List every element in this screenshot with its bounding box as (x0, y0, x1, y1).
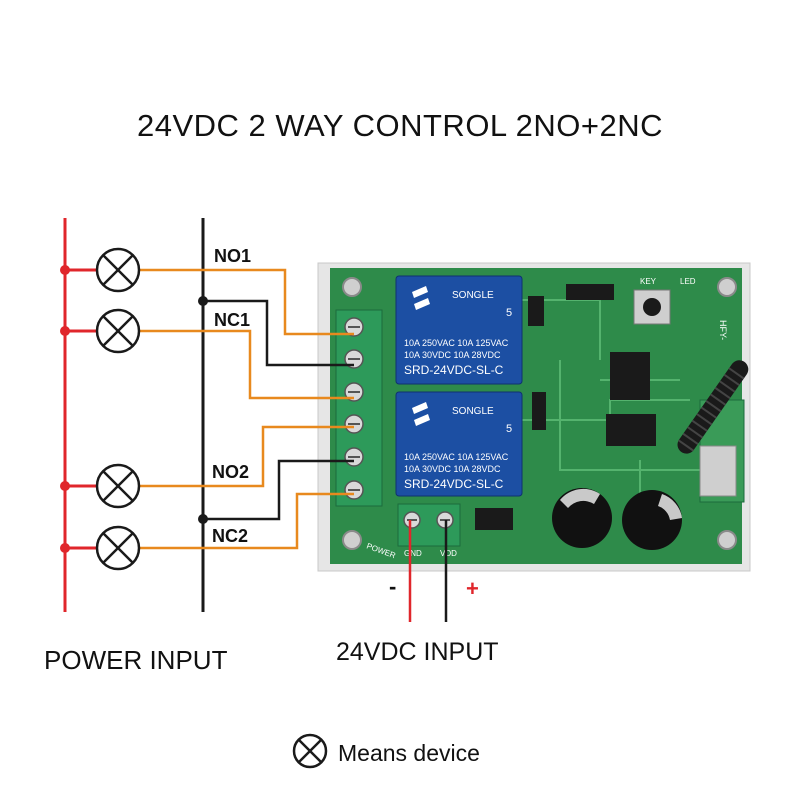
key-silk: KEY (640, 277, 657, 286)
mount-hole (342, 530, 362, 550)
antenna-coil (677, 360, 749, 454)
relay-1-brand: SONGLE (452, 290, 494, 301)
power-input-label: POWER INPUT (44, 645, 228, 675)
relay-2: SONGLE 5 10A 250VAC 10A 125VAC 10A 30VDC… (395, 391, 523, 497)
relay-1-rating-2: 10A 30VDC 10A 28VDC (404, 350, 501, 360)
dc-input-label: 24VDC INPUT (336, 638, 499, 666)
relay-1: SONGLE 5 10A 250VAC 10A 125VAC 10A 30VDC… (395, 275, 523, 385)
small-chip (532, 392, 546, 430)
label-nc1: NC1 (214, 310, 251, 330)
mount-hole (717, 277, 737, 297)
small-chip (528, 296, 544, 326)
mount-hole (342, 277, 362, 297)
wire-nc1 (139, 329, 354, 400)
label-nc2: NC2 (212, 526, 249, 546)
output-terminal-block (335, 309, 383, 507)
legend-device-icon (292, 733, 328, 769)
relay-1-number: 5 (506, 307, 512, 319)
device-icon (95, 525, 141, 571)
ic-chip (610, 352, 650, 400)
capacitor (552, 488, 612, 548)
capacitor (622, 490, 682, 550)
label-no1: NO1 (214, 246, 252, 266)
wire-com2 (203, 459, 354, 521)
power-junction-dots (60, 265, 70, 553)
ic-chip (606, 414, 656, 446)
wire-nc2 (139, 492, 354, 550)
relay-pcb: SONGLE 5 10A 250VAC 10A 125VAC 10A 30VDC… (317, 262, 751, 572)
jumper-header (566, 284, 614, 300)
wire-no2 (139, 425, 354, 488)
negative-sign: - (389, 574, 397, 599)
label-no2: NO2 (212, 462, 250, 482)
relay-1-rating-1: 10A 250VAC 10A 125VAC (404, 338, 509, 348)
relay-2-rating-2: 10A 30VDC 10A 28VDC (404, 464, 501, 474)
device-icon (95, 463, 141, 509)
device-icon (95, 308, 141, 354)
module-silk: HFY- (718, 320, 728, 340)
output-wires (139, 268, 354, 550)
relay-1-model: SRD-24VDC-SL-C (404, 363, 504, 377)
positive-sign: + (466, 576, 479, 601)
relay-2-model: SRD-24VDC-SL-C (404, 477, 504, 491)
vdd-silk: VDD (440, 549, 457, 558)
relay-2-brand: SONGLE (452, 406, 494, 417)
lamp-device-icons (95, 247, 141, 571)
relay-2-number: 5 (506, 423, 512, 435)
wire-no1 (139, 268, 354, 336)
lamp-branches (65, 268, 97, 550)
relay-2-rating-1: 10A 250VAC 10A 125VAC (404, 452, 509, 462)
legend-text: Means device (338, 740, 480, 766)
mount-hole (717, 530, 737, 550)
diode (475, 508, 513, 530)
gnd-silk: GND (404, 549, 422, 558)
diagram-title: 24VDC 2 WAY CONTROL 2NO+2NC (137, 108, 663, 143)
led-silk: LED (680, 277, 696, 286)
device-icon (95, 247, 141, 293)
wire-com1 (203, 299, 354, 367)
